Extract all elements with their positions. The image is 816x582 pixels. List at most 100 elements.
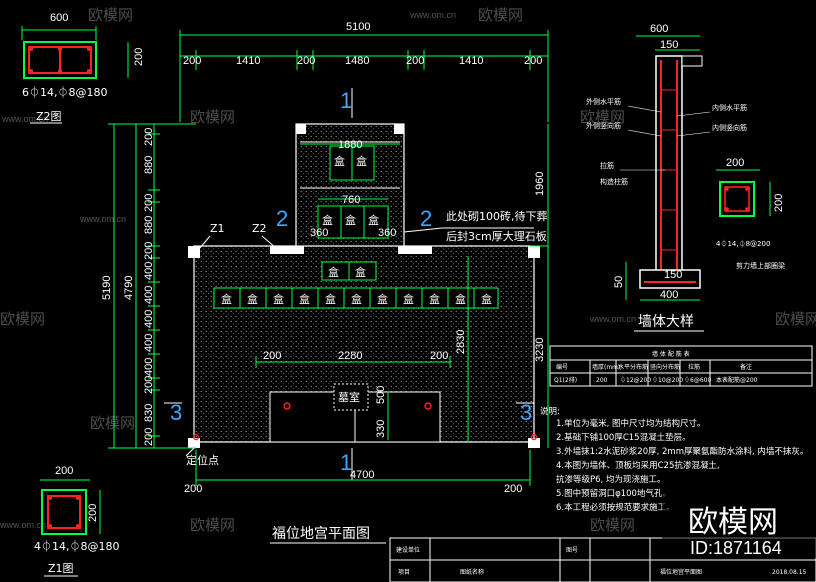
wall-detail-title: 墙体大样	[638, 314, 694, 330]
titleblock-cell: 图纸名称	[460, 568, 484, 576]
watermark-logo: 欧模网	[190, 108, 235, 126]
inner-dim: 760	[342, 194, 360, 206]
right-dim: 1960	[534, 172, 546, 196]
section-mark-1: 1	[340, 450, 352, 475]
ring-beam-rebar: 4⏀14,⏀8@200	[716, 239, 770, 248]
urn-label: 盒	[429, 292, 440, 306]
note-item: 1.单位为毫米, 图中尺寸均为结构尺寸。	[556, 418, 706, 429]
bottom-dim: 200	[184, 483, 202, 495]
wall-bottom-height: 150	[664, 269, 682, 281]
locate-point-label: 定位点	[186, 453, 219, 467]
note-item: 2.基础下铺100厚C15混凝土垫层。	[556, 432, 691, 443]
top-dim: 200	[183, 55, 201, 67]
brand-logo: 欧模网	[688, 505, 778, 540]
notes: 说明: 1.单位为毫米, 图中尺寸均为结构尺寸。 2.基础下铺100厚C15混凝…	[540, 406, 808, 513]
watermark-url: www.om.cn	[589, 314, 636, 324]
urn-label: 盒	[481, 292, 492, 306]
ring-beam-height: 200	[773, 194, 785, 212]
z1-rebar-spec: 4⏀14,⏀8@180	[34, 539, 120, 553]
top-dim: 1480	[345, 55, 369, 67]
z2-width-dim: 600	[50, 12, 68, 24]
titleblock-cell: 建设单位	[396, 546, 420, 554]
notes-heading: 说明:	[540, 406, 560, 417]
section-mark-2: 2	[420, 206, 432, 231]
watermark-logo: 欧模网	[88, 6, 133, 24]
wall-detail: 600 150 150 400 50 外侧水平筋 外侧竖向筋 拉筋 内侧水平筋 …	[586, 23, 747, 332]
urn-label: 盒	[403, 292, 414, 306]
table-cell: 200	[596, 377, 608, 384]
urn-label: 盒	[221, 292, 232, 306]
note-item: 5.图中预留洞口φ100地气孔。	[556, 488, 671, 499]
left-dim: 400	[143, 310, 155, 328]
z2-title: Z2图	[36, 110, 62, 123]
wall-label: 内侧竖向筋	[712, 123, 747, 132]
wall-corners	[188, 124, 540, 448]
inner-dim: 2830	[455, 330, 467, 354]
top-dim: 1410	[236, 55, 260, 67]
ring-beam-detail: 200 200 4⏀14,⏀8@200 剪力墙上部圈梁	[716, 157, 785, 270]
urn-label: 盒	[322, 213, 333, 227]
rebar-table: 墙 体 配 筋 表 编号 墙厚(mm) 水平分布筋 竖向分布筋 拉筋 备注 Q1…	[549, 345, 813, 387]
note-item: 6.本工程必须按规范要求施工。	[556, 502, 675, 513]
z1-rebar-cage	[47, 495, 81, 529]
inner-dim: 1880	[338, 139, 362, 151]
watermark-logo: 欧模网	[580, 108, 625, 126]
urn-label: 盒	[273, 292, 284, 306]
column-label-z1: Z1	[210, 222, 225, 235]
urn-label: 盒	[247, 292, 258, 306]
note-item: 抗渗等级P6, 均为现浇施工。	[556, 474, 665, 485]
left-dim: 200	[143, 376, 155, 394]
left-dim: 200	[143, 128, 155, 146]
urn-label: 盒	[377, 292, 388, 306]
left-dim: 880	[143, 216, 155, 234]
air-holes	[192, 402, 538, 441]
inner-dim: 200	[263, 350, 281, 362]
z1-width-dim: 200	[55, 465, 73, 477]
left-dim: 880	[143, 156, 155, 174]
wall-label: 外侧水平筋	[586, 97, 621, 106]
urn-label: 盒	[328, 265, 339, 279]
watermark-url: www.om.cn	[79, 214, 126, 224]
top-total-dim: 5100	[346, 21, 370, 33]
left-dim: 200	[143, 194, 155, 212]
wall-label: 内侧水平筋	[712, 103, 747, 112]
watermark-logo: 欧模网	[775, 310, 816, 328]
titleblock-cell: 图号	[566, 547, 578, 554]
note-item: 4.本图为墙体、顶板均采用C25抗渗混凝土,	[556, 460, 720, 471]
bottom-total-dim: 4700	[350, 469, 374, 481]
left-dim: 400	[143, 286, 155, 304]
z2-height-dim: 200	[133, 48, 145, 66]
wall-label: 构造柱筋	[600, 177, 628, 186]
z2-section: 600 200 6⏀14,⏀8@180 Z2图	[21, 12, 145, 124]
left-dim: 400	[143, 358, 155, 376]
wall-top-width: 600	[650, 23, 668, 35]
top-dim: 1410	[459, 55, 483, 67]
annotation-line-2: 后封3cm厚大理石板	[446, 229, 547, 243]
top-dim: 200	[297, 55, 315, 67]
z1-outline	[41, 489, 87, 535]
bottom-dim: 200	[504, 483, 522, 495]
left-total-dim: 5190	[101, 276, 113, 300]
urn-label: 盒	[356, 154, 367, 168]
z2-outline	[23, 41, 97, 79]
urn-label: 盒	[355, 265, 366, 279]
section-mark-3: 3	[520, 400, 532, 425]
brand-stamp: 欧模网 ID:1871164	[662, 494, 816, 558]
section-mark-3: 3	[170, 400, 182, 425]
inner-dim: 360	[378, 227, 396, 239]
ring-beam-title: 剪力墙上部圈梁	[736, 261, 785, 270]
table-header: 水平分布筋	[618, 363, 648, 371]
table-cell: 本表配筋@200	[716, 376, 758, 384]
wall-inner-width: 150	[660, 39, 678, 51]
wall-label: 外侧竖向筋	[586, 121, 621, 130]
left-total-dim: 4790	[123, 276, 135, 300]
z1-title: Z1图	[48, 562, 74, 575]
left-dim: 200	[143, 428, 155, 446]
section-mark-1: 1	[340, 88, 352, 113]
watermark-logo: 欧模网	[478, 6, 523, 24]
watermark-logo: 欧模网	[590, 516, 635, 534]
right-dim: 3230	[534, 338, 546, 362]
table-cell: ⏀12@200	[620, 376, 651, 384]
watermark-url: www.om.cn	[1, 114, 48, 124]
